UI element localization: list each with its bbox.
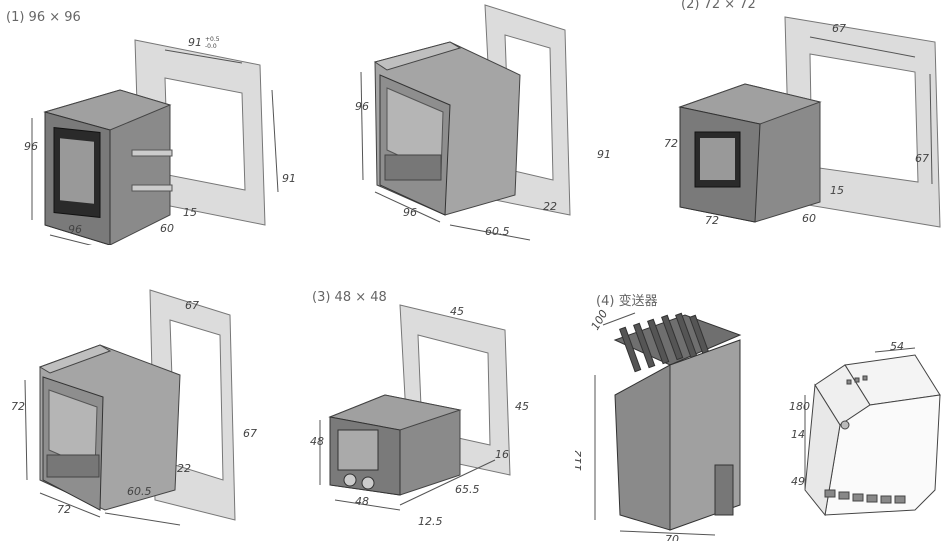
dim-72-cutout-w: 67 <box>832 22 846 35</box>
figure-72-front: 67 67 72 72 60 15 <box>660 12 945 237</box>
dim-48-cutout-h: 45 <box>515 400 529 413</box>
dim-72s-clip: 22 <box>177 462 191 475</box>
dim-72s-cutout-h: 67 <box>243 427 257 440</box>
dim-96s-clip: 22 <box>543 200 557 213</box>
dim-48-height: 48 <box>310 435 324 448</box>
dim-96-height: 96 <box>24 140 38 153</box>
title-transmitter-text: 变送器 <box>618 294 658 309</box>
dim-tx2-height: 180 <box>789 400 810 413</box>
figure-48: 45 45 48 48 65.5 12.5 16 <box>300 295 550 540</box>
dim-72-cutout-h: 67 <box>915 152 929 165</box>
title-96x96: (1) 96 × 96 <box>6 10 81 25</box>
figure-96-side: 96 96 91 60.5 22 <box>355 0 625 250</box>
figure-transmitter-a: 100 112 70 <box>571 305 760 545</box>
dim-48-front: 12.5 <box>418 515 443 528</box>
dim-96-depth: 60 <box>160 222 174 235</box>
tol-minus: -0.0 <box>205 43 217 50</box>
title-72x72: (2) 72 × 72 <box>681 0 756 12</box>
dim-48-clip: 16 <box>495 448 509 461</box>
dim-72s-depth: 60.5 <box>127 485 152 498</box>
dim-48-depth: 65.5 <box>455 483 480 496</box>
dim-96-width: 96 <box>68 223 82 236</box>
tol-plus: +0.5 <box>205 36 220 43</box>
figure-transmitter-b: 54 180 14 49 <box>785 340 945 530</box>
figure-72-side: 67 67 72 72 60.5 22 <box>5 285 280 535</box>
dim-96s-width: 96 <box>403 206 417 219</box>
dim-tx2-top: 54 <box>890 340 904 353</box>
dim-72-clip: 15 <box>830 184 844 197</box>
title-48x48: (3) 48 × 48 <box>312 290 387 305</box>
title-transmitter-number: (4) <box>596 294 615 309</box>
dim-tx2-front: 49 <box>791 475 805 488</box>
dim-96s-cutout: 91 <box>597 148 611 161</box>
dim-72-width: 72 <box>705 214 719 227</box>
dim-96-clip: 15 <box>183 206 197 219</box>
dim-tx-height: 112 <box>575 450 584 471</box>
dim-72s-cutout-w: 67 <box>185 299 199 312</box>
dim-72-depth: 60 <box>802 212 816 225</box>
dim-tx2-side: 14 <box>791 428 805 441</box>
dim-96s-depth: 60.5 <box>485 225 510 238</box>
figure-96-front: 91 +0.5 -0.0 91 96 96 60 15 <box>20 20 296 251</box>
title-transmitter: (4) 变送器 <box>596 290 658 309</box>
dim-48-cutout-w: 45 <box>450 305 464 318</box>
dim-96-cutout-h: 91 <box>282 172 295 185</box>
dim-tx-top: 100 <box>589 308 611 333</box>
dim-72s-height: 72 <box>11 400 25 413</box>
dim-72s-width: 72 <box>57 503 71 516</box>
dim-48-width: 48 <box>355 495 369 508</box>
dim-tx-width: 70 <box>665 533 679 541</box>
dim-72-height: 72 <box>664 137 678 150</box>
dim-96-cutout-w: 91 <box>188 36 202 49</box>
dim-96s-height: 96 <box>355 100 369 113</box>
